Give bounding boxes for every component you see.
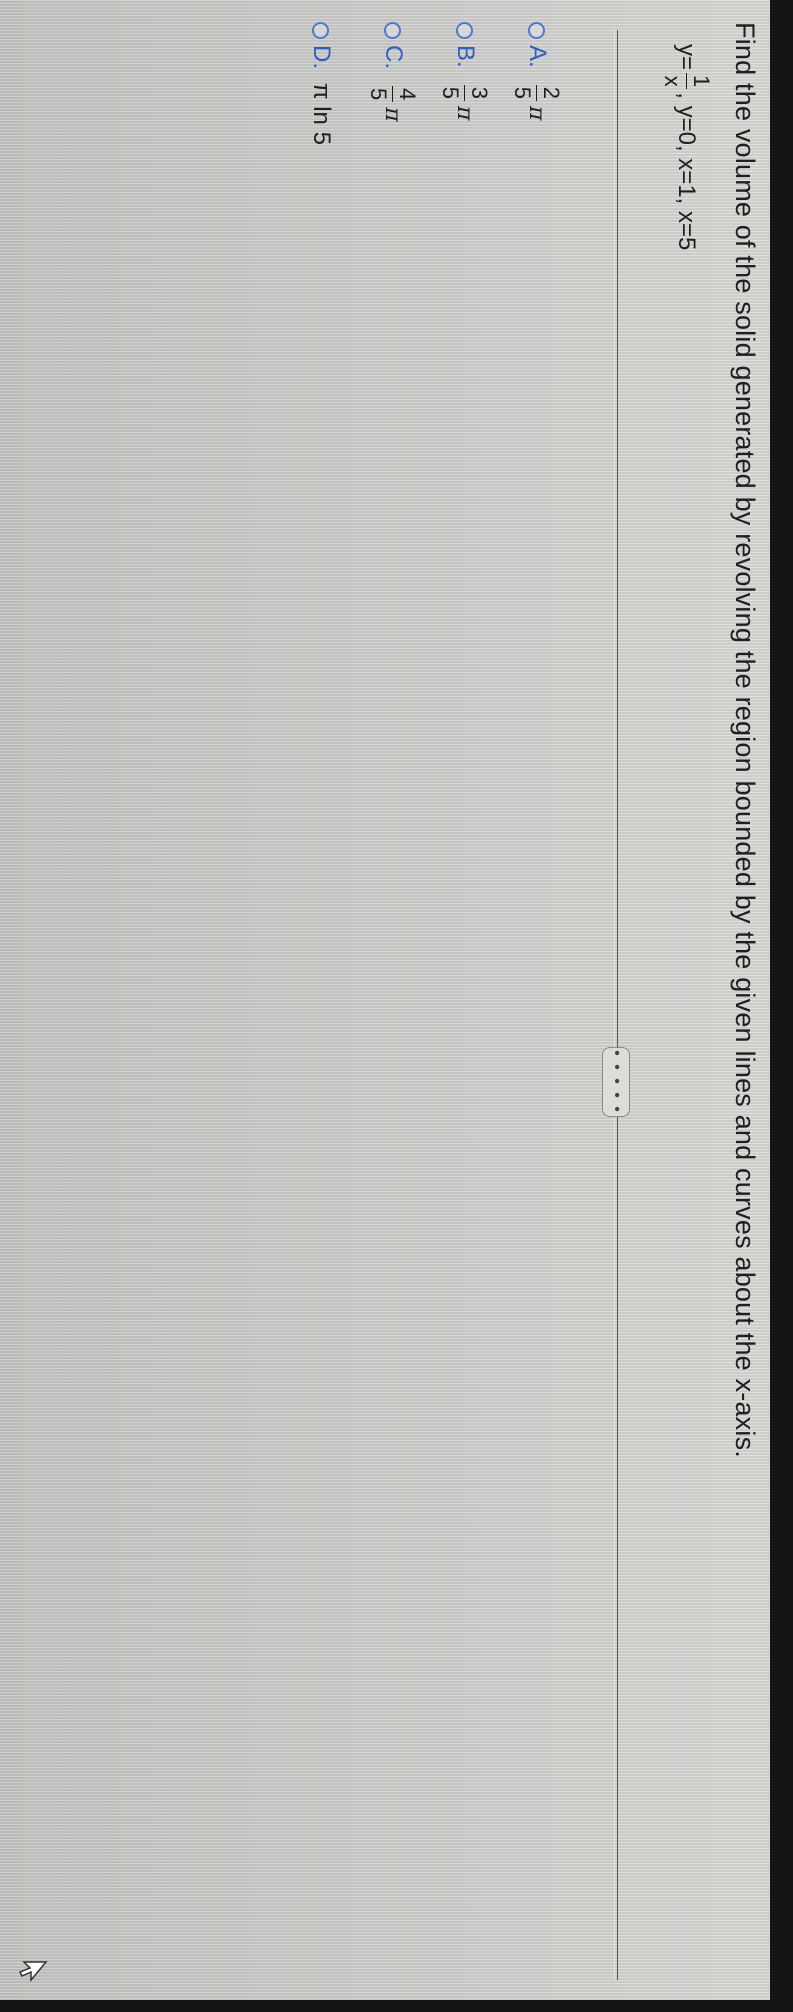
- choice-b[interactable]: B. 3 5 π: [437, 22, 493, 145]
- choice-value: 2 5 π: [510, 82, 565, 121]
- radio-button-a[interactable]: [528, 22, 546, 39]
- choice-value: π ln 5: [308, 83, 335, 145]
- fraction-bar: [392, 86, 394, 103]
- fraction-bar: [464, 84, 466, 101]
- screen: Find the volume of the solid generated b…: [0, 0, 770, 2000]
- equation-lhs: y=: [673, 44, 701, 71]
- fraction-denominator: 5: [510, 86, 536, 99]
- fraction-denominator: 5: [366, 88, 392, 101]
- radio-button-b[interactable]: [456, 22, 474, 39]
- fraction-numerator: 2: [539, 86, 565, 99]
- fraction-denominator: 5: [438, 86, 464, 99]
- choice-fraction: 2 5: [510, 84, 565, 101]
- fraction-numerator: 3: [467, 86, 493, 99]
- choice-value: 3 5 π: [438, 82, 493, 121]
- fraction-denominator: x: [660, 75, 685, 87]
- pi-symbol: π: [380, 107, 406, 122]
- choice-c[interactable]: C. 4 5 π: [365, 22, 421, 145]
- choice-fraction: 3 5: [438, 84, 493, 101]
- equation: y= 1 x , y=0, x=1, x=5: [660, 44, 714, 251]
- mouse-pointer-icon: [18, 1961, 48, 1983]
- choice-value: 4 5 π: [366, 83, 421, 122]
- pi-symbol: π: [524, 105, 550, 121]
- choice-letter: B.: [452, 45, 479, 68]
- choice-d[interactable]: D. π ln 5: [293, 22, 349, 145]
- fraction-bar: [536, 84, 538, 101]
- more-toggle-button[interactable]: • • • • •: [602, 1047, 630, 1117]
- divider: [617, 30, 618, 1980]
- choice-letter: C.: [380, 45, 407, 69]
- question-text: Find the volume of the solid generated b…: [730, 22, 760, 1458]
- divider-highlight: [614, 30, 615, 1980]
- fraction-bar: [686, 73, 687, 90]
- radio-button-d[interactable]: [312, 22, 330, 39]
- equation-fraction: 1 x: [660, 73, 714, 90]
- choice-letter: D.: [308, 45, 335, 69]
- pi-symbol: π: [452, 105, 478, 121]
- choice-fraction: 4 5: [366, 86, 421, 103]
- choice-letter: A.: [524, 45, 551, 68]
- fraction-numerator: 4: [395, 88, 421, 101]
- equation-rest: , y=0, x=1, x=5: [673, 92, 701, 251]
- answer-choices: A. 2 5 π B. 3 5 π: [277, 22, 565, 145]
- choice-a[interactable]: A. 2 5 π: [509, 22, 565, 145]
- fraction-numerator: 1: [689, 75, 714, 88]
- radio-button-c[interactable]: [384, 22, 402, 39]
